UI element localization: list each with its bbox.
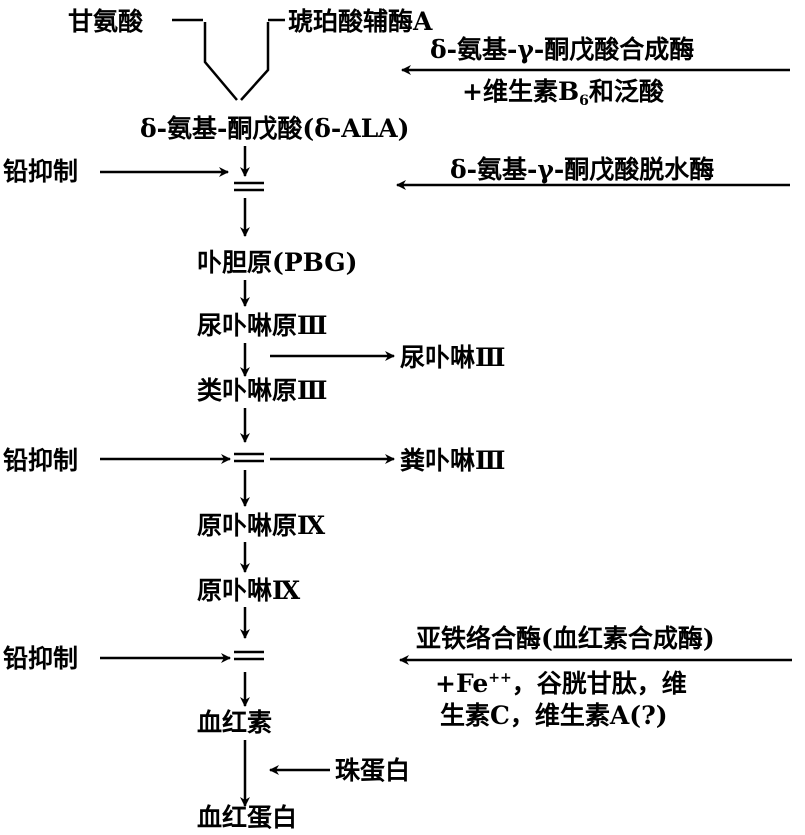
uroporphyrinogen-label: 尿卟啉原Ⅲ (197, 311, 327, 340)
hemoglobin-label: 血红蛋白 (197, 803, 297, 832)
coproporphyrin-label: 粪卟啉Ⅲ (400, 446, 505, 475)
ala-synthase-label: δ-氨基-γ-酮戊酸合成酶 (430, 35, 694, 64)
heme-label: 血红素 (197, 708, 272, 737)
ala-label: δ-氨基-酮戊酸(δ-ALA) (140, 114, 410, 143)
ferrochelatase-cofactors-1: +Fe++，谷胱甘肽，维 (435, 669, 687, 698)
lead-inhibition-label: 铅抑制 (3, 446, 78, 475)
merge-line-right (240, 22, 270, 101)
ferrochelatase-label: 亚铁络合酶(血红素合成酶) (416, 624, 715, 653)
uroporphyrin-label: 尿卟啉Ⅲ (400, 343, 505, 372)
lead-inhibition-label: 铅抑制 (3, 157, 78, 186)
pbg-label: 卟胆原(PBG) (197, 248, 357, 277)
merge-line-left (203, 22, 238, 101)
ferrochelatase-cofactors-2: 生素C，维生素A(?) (440, 701, 668, 730)
glycine-label: 甘氨酸 (68, 7, 144, 36)
protoporphyrin-label: 原卟啉Ⅸ (197, 576, 301, 605)
ala-synthase-cofactors: +维生素B6和泛酸 (462, 77, 665, 109)
globin-label: 珠蛋白 (335, 756, 410, 785)
succinyl-coa-label: 琥珀酸辅酶A (288, 7, 433, 36)
lead-inhibition-label: 铅抑制 (3, 644, 78, 673)
protoporphyrinogen-label: 原卟啉原Ⅸ (197, 511, 326, 540)
coproporphyrinogen-label: 类卟啉原Ⅲ (197, 376, 327, 405)
ala-dehydratase-label: δ-氨基-γ-酮戊酸脱水酶 (450, 155, 714, 184)
